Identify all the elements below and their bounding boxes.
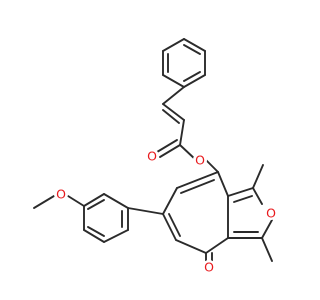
carbonyl-oxygen-label: O: [147, 149, 157, 164]
methoxyphenyl-ring: [33, 193, 164, 243]
furan-oxygen-label: O: [266, 206, 276, 221]
cycloheptatrienone-ring: [162, 171, 229, 263]
ketone-oxygen-label: O: [204, 260, 214, 275]
methoxy-oxygen-label: O: [56, 187, 66, 202]
structure-diagram: O O O O O: [33, 38, 278, 275]
furan-ring: [227, 164, 273, 262]
oxygen-labels: O O O O O: [54, 149, 278, 275]
phenyl-ring: [162, 38, 206, 88]
molecule-canvas: O O O O O: [33, 38, 278, 275]
ester-oxygen-label: O: [195, 153, 205, 168]
cinnamoyl-chain: [156, 86, 219, 173]
